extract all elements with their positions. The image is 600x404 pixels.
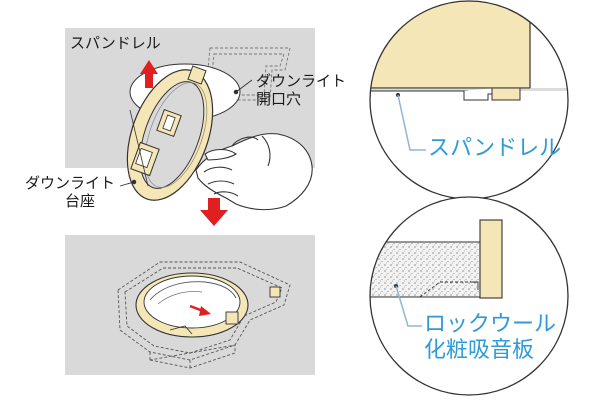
bottom-panel xyxy=(65,235,315,375)
rockwool-callout-line1: ロックウール xyxy=(424,312,557,337)
downlight-opening-label-line2: 開口穴 xyxy=(256,90,302,108)
leader-lines-top xyxy=(119,79,253,187)
rockwool-callout-label: ロックウール 化粧吸音板 xyxy=(424,312,556,364)
downlight-base-label-line2: 台座 xyxy=(64,192,95,210)
hand-illustration xyxy=(195,133,313,211)
spandrel-callout-line xyxy=(397,94,426,151)
rockwool-callout-line2: 化粧吸音板 xyxy=(424,338,535,363)
installed-downlight xyxy=(135,272,281,338)
spandrel-callout-label: スパンドレル xyxy=(428,136,562,161)
spandrel-label-top: スパンドレル xyxy=(70,34,161,52)
downlight-base xyxy=(126,65,214,201)
detail-circle-spandrel xyxy=(369,0,569,200)
top-panel xyxy=(65,28,315,211)
rockwool-callout-line xyxy=(395,285,422,327)
downlight-opening-label-line1: ダウンライト xyxy=(256,72,347,90)
slide-arrow xyxy=(189,304,211,316)
up-arrow xyxy=(140,60,158,88)
down-arrow xyxy=(200,198,228,226)
dashed-box-bottom xyxy=(117,261,291,369)
downlight-base-label-line1: ダウンライト xyxy=(24,174,115,192)
downlight-base-label: ダウンライト 台座 xyxy=(16,174,124,210)
downlight-opening-label: ダウンライト 開口穴 xyxy=(256,72,346,108)
detail-circle-rockwool xyxy=(369,196,569,396)
